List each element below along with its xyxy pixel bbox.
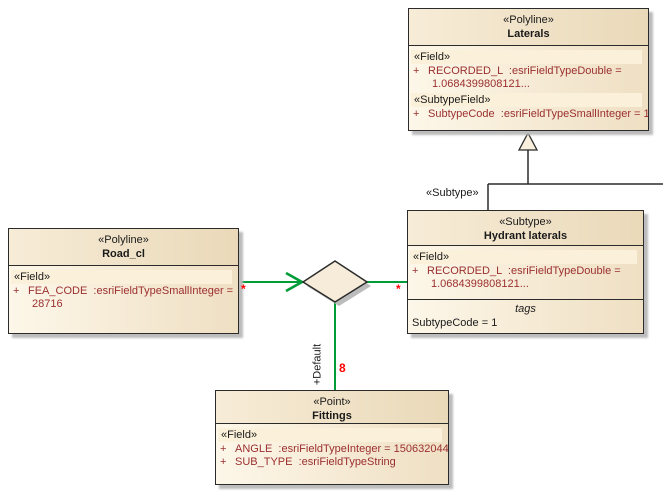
- subtypefield-stereotype-header: «SubtypeField»: [411, 93, 642, 107]
- multiplicity-road-star: *: [241, 282, 246, 296]
- generalization-subtype-label: «Subtype»: [426, 187, 479, 199]
- attribute-subtypecode: +SubtypeCode :esriFieldTypeSmallInteger …: [413, 108, 649, 120]
- class-name: Hydrant laterals: [483, 230, 568, 242]
- stereotype-label: «Point»: [313, 396, 351, 408]
- attribute-recorded-l-value: 1.0684399808121...: [432, 78, 530, 90]
- class-box-fittings[interactable]: «Point» Fittings «Field» +ANGLE :esriFie…: [215, 390, 449, 485]
- class-attributes-hydrant: «Field» +RECORDED_L :esriFieldTypeDouble…: [408, 246, 643, 299]
- visibility-plus: +: [413, 108, 420, 120]
- class-name: Fittings: [312, 410, 352, 422]
- field-stereotype-header: «Field»: [411, 50, 642, 64]
- class-title-fittings: «Point» Fittings: [216, 391, 448, 424]
- association-role-default-label: +Default: [311, 343, 324, 386]
- attribute-angle: +ANGLE :esriFieldTypeInteger = 150632044: [220, 443, 449, 455]
- class-attributes-fittings: «Field» +ANGLE :esriFieldTypeInteger = 1…: [216, 424, 448, 469]
- class-name: Road_cl: [102, 248, 145, 260]
- tags-compartment-title: tags: [515, 303, 536, 315]
- class-title-hydrant-laterals: «Subtype» Hydrant laterals: [408, 211, 643, 246]
- relationship-diamond[interactable]: [301, 260, 369, 303]
- attribute-recorded-l-value: 1.0684399808121...: [431, 278, 529, 290]
- visibility-plus: +: [13, 285, 20, 297]
- class-name: Laterals: [507, 28, 550, 40]
- class-attributes-road-cl: «Field» +FEA_CODE :esriFieldTypeSmallInt…: [9, 266, 238, 311]
- tag-subtypecode-value: SubtypeCode = 1: [412, 317, 498, 329]
- class-box-road-cl[interactable]: «Polyline» Road_cl «Field» +FEA_CODE :es…: [8, 228, 239, 334]
- attribute-recorded-l: +RECORDED_L :esriFieldTypeDouble =: [412, 265, 621, 277]
- field-stereotype-header: «Field»: [11, 270, 232, 284]
- stereotype-label: «Polyline»: [98, 234, 149, 246]
- attribute-fea-code-value: 28716: [32, 298, 63, 310]
- visibility-plus: +: [413, 65, 420, 77]
- visibility-plus: +: [220, 443, 227, 455]
- field-stereotype-header: «Field»: [218, 428, 442, 442]
- class-box-laterals[interactable]: «Polyline» Laterals «Field» +RECORDED_L …: [408, 8, 649, 131]
- class-attributes-laterals: «Field» +RECORDED_L :esriFieldTypeDouble…: [409, 46, 648, 121]
- field-stereotype-header: «Field»: [410, 250, 637, 264]
- visibility-plus: +: [412, 265, 419, 277]
- attribute-sub-type: +SUB_TYPE :esriFieldTypeString: [220, 456, 396, 468]
- class-box-hydrant-laterals[interactable]: «Subtype» Hydrant laterals «Field» +RECO…: [407, 210, 644, 334]
- attribute-fea-code: +FEA_CODE :esriFieldTypeSmallInteger =: [13, 285, 234, 297]
- class-title-road-cl: «Polyline» Road_cl: [9, 229, 238, 266]
- multiplicity-default-8: 8: [339, 361, 346, 375]
- class-title-laterals: «Polyline» Laterals: [409, 9, 648, 46]
- attribute-recorded-l: +RECORDED_L :esriFieldTypeDouble =: [413, 65, 622, 77]
- stereotype-label: «Subtype»: [499, 216, 552, 228]
- tags-compartment: tags SubtypeCode = 1: [408, 299, 643, 331]
- multiplicity-hydrant-star: *: [396, 282, 401, 296]
- visibility-plus: +: [220, 456, 227, 468]
- generalization-triangle-icon: [517, 131, 539, 151]
- stereotype-label: «Polyline»: [503, 14, 554, 26]
